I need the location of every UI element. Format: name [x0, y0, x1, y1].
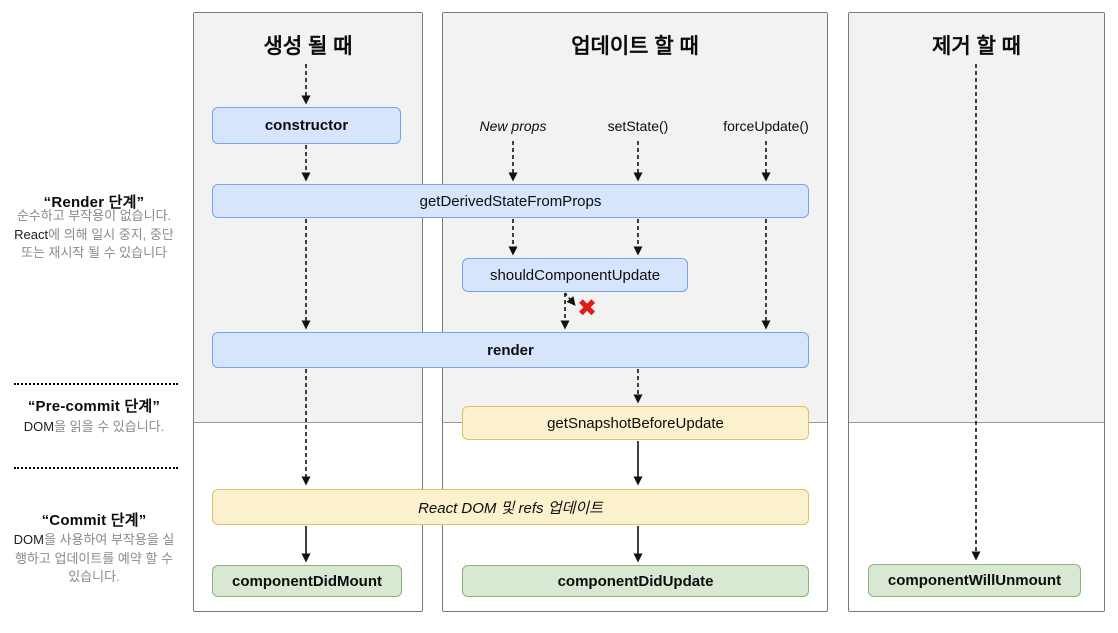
mount-column-title: 생성 될 때 — [263, 35, 353, 58]
get-snapshot-before-update-box[interactable]: getSnapshotBeforeUpdate — [462, 406, 809, 440]
react-dom-refs-update-box: React DOM 및 refs 업데이트 — [212, 489, 809, 525]
render-phase-description: 순수하고 부작용이 없습니다. React에 의해 일시 중지, 중단 또는 재… — [13, 207, 175, 263]
component-did-update-box[interactable]: componentDidUpdate — [462, 565, 809, 597]
get-derived-state-from-props-box[interactable]: getDerivedStateFromProps — [212, 184, 809, 218]
trigger-set-state[interactable]: setState() — [607, 118, 669, 134]
component-will-unmount-box[interactable]: componentWillUnmount — [868, 564, 1081, 597]
skip-render-x-icon: ✖ — [577, 295, 598, 322]
constructor-box[interactable]: constructor — [212, 107, 401, 144]
pre-commit-phase-description: DOM을 읽을 수 있습니다. — [13, 418, 175, 437]
render-phase-desc-post: 에 의해 일시 중지, 중단 또는 재시작 될 수 있습니다 — [20, 226, 174, 261]
render-box[interactable]: render — [212, 332, 809, 368]
pre-commit-desc-em: DOM — [23, 419, 55, 434]
commit-phase-title: “Commit 단계” — [41, 512, 147, 529]
commit-desc-post: 을 사용하여 부작용을 실행하고 업데이트를 예약 할 수 있습니다. — [15, 532, 175, 584]
commit-phase-description: DOM을 사용하여 부작용을 실행하고 업데이트를 예약 할 수 있습니다. — [13, 531, 175, 587]
trigger-new-props: New props — [479, 118, 547, 134]
commit-desc-em: DOM — [13, 532, 44, 547]
trigger-force-update[interactable]: forceUpdate() — [723, 118, 809, 134]
unmount-column-title: 제거 할 때 — [932, 35, 1021, 58]
unmount-render-zone — [849, 13, 1104, 423]
pre-commit-phase-title: “Pre-commit 단계” — [27, 398, 161, 415]
phase-separator-top — [14, 383, 178, 385]
render-phase-desc-em: React — [14, 226, 49, 242]
pre-commit-desc-post: 을 읽을 수 있습니다. — [54, 419, 165, 434]
phase-separator-bottom — [14, 467, 178, 469]
render-phase-title: “Render 단계” — [43, 194, 145, 211]
should-component-update-box[interactable]: shouldComponentUpdate — [462, 258, 688, 292]
update-column-title: 업데이트 할 때 — [571, 35, 699, 58]
render-phase-desc-pre: 순수하고 부작용이 없습니다. — [16, 208, 172, 223]
component-did-mount-box[interactable]: componentDidMount — [212, 565, 402, 597]
unmount-column-panel: 제거 할 때 — [848, 12, 1105, 612]
